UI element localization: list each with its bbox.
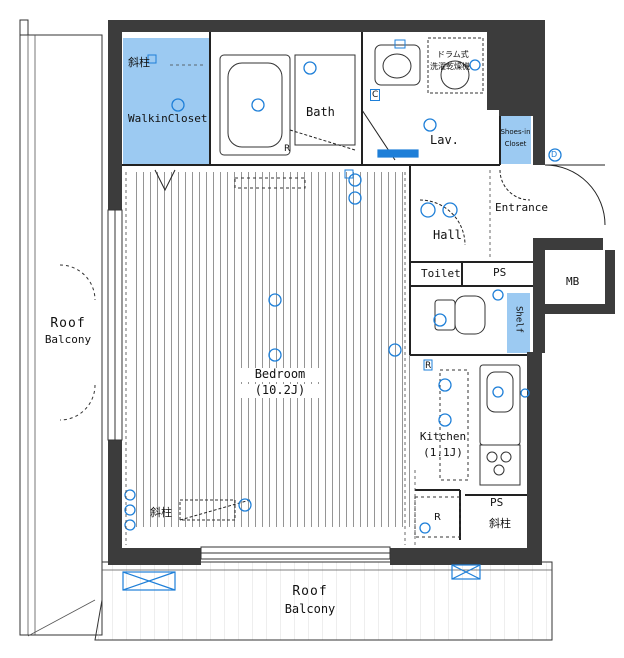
shoes-in-closet-fill: [500, 116, 531, 164]
mb-label: MB: [566, 275, 580, 288]
refrigerator-mark-bath: R: [284, 144, 291, 154]
kitchen-size: (1.1J): [423, 446, 463, 459]
refrigerator-mark-kitchen: R: [434, 512, 441, 523]
kitchen-label: Kitchen: [419, 430, 467, 443]
shelf-fill: [507, 293, 530, 353]
closet-mark: C: [370, 89, 381, 102]
drum-washer-note-2: 洗濯乾燥機: [430, 62, 470, 71]
drum-washer-note-1: ドラム式: [437, 50, 469, 59]
door-swings: [154, 109, 606, 521]
ps-lower-label: PS: [490, 496, 504, 509]
entrance-label: Entrance: [495, 201, 548, 214]
bedroom-floor: [130, 172, 410, 527]
pillar-note-top: 斜柱: [128, 56, 150, 69]
ps-upper-label: PS: [493, 266, 507, 279]
shoes-in-closet-label-2: Closet: [504, 140, 527, 148]
outlet-icon: [124, 59, 562, 534]
bath-label: Bath: [306, 105, 335, 120]
walk-in-closet-label: WalkinCloset: [128, 112, 208, 125]
bedroom-label: Bedroom: [240, 367, 320, 382]
south-window: [200, 546, 391, 560]
refrigerator-mark-hall: R: [425, 361, 432, 371]
hall-label: Hall: [433, 228, 462, 242]
bedroom-size: (10.2J): [240, 383, 320, 398]
roof-balcony-west: [19, 19, 103, 636]
walk-in-closet-fill: [123, 38, 209, 164]
switch-icon: [147, 39, 433, 371]
pillar-note-bedroom: 斜柱: [150, 506, 172, 519]
shelf-label: Shelf: [513, 306, 524, 334]
roof-balcony-west-label-2: Balcony: [44, 333, 92, 346]
west-window: [107, 209, 123, 441]
roof-balcony-south: [27, 561, 553, 641]
lav-label: Lav.: [430, 133, 459, 147]
roof-balcony-south-label-2: Balcony: [284, 602, 336, 616]
dashed-lines: [125, 64, 491, 545]
roof-balcony-west-label-1: Roof: [50, 316, 86, 331]
roof-balcony-south-label-1: Roof: [292, 584, 328, 599]
toilet-label: Toilet: [421, 267, 461, 280]
air-conditioner-icon: [122, 149, 481, 591]
door-mark: D: [551, 150, 558, 159]
interior-walls: [122, 32, 533, 540]
shoes-in-closet-label-1: Shoes-in: [500, 128, 531, 136]
fixture-outlines: [179, 37, 521, 538]
pillar-note-kitchen: 斜柱: [489, 517, 511, 530]
